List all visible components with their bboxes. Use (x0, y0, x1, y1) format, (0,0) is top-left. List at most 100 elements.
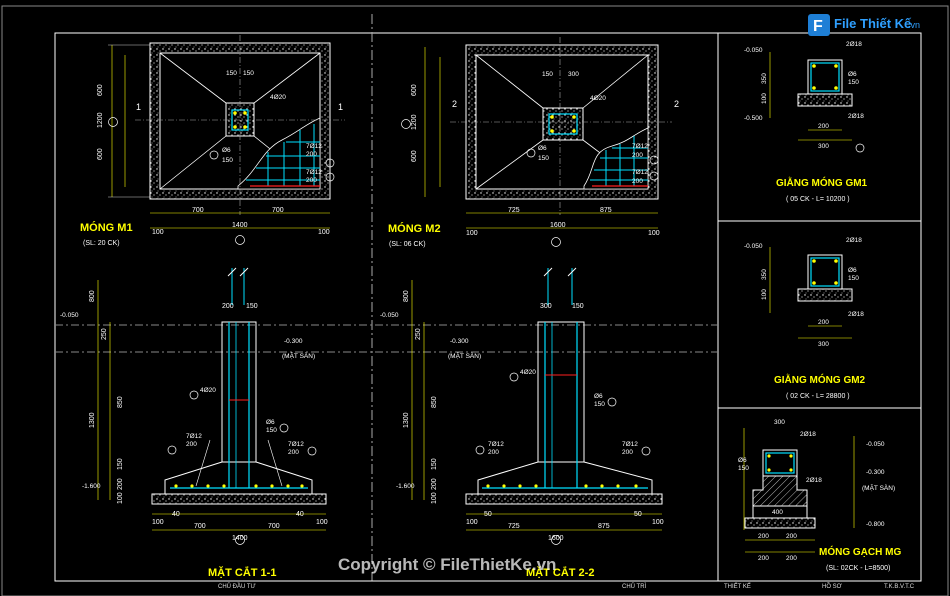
s2-bottom-1: 100 (466, 519, 478, 526)
s2-total: 1600 (548, 535, 564, 542)
s1-rebar-150: 150 (266, 427, 277, 434)
gm1-rebar-bot: 2Ø18 (848, 113, 864, 120)
m1-section-marker-left: 1 (136, 102, 141, 112)
mg-dim-300: 300 (774, 419, 785, 426)
m1-dim-bottom-3: 700 (272, 207, 284, 214)
s1-level-0300: -0.300 (284, 338, 303, 345)
mg-dim-400: 400 (772, 509, 783, 516)
svg-text:F: F (813, 18, 823, 35)
m2-section-marker-right: 2 (674, 99, 679, 109)
s2-left-150: 150 (431, 458, 438, 470)
s2-top-dim-1: 300 (540, 303, 552, 310)
mg-level-0300: -0.300 (866, 469, 885, 476)
m1-col-dim-1: 150 (226, 70, 237, 77)
s1-rebar-d6: Ø6 (266, 419, 275, 426)
m1-rebar-150: 150 (222, 157, 233, 164)
s1-left-250: 250 (101, 328, 108, 340)
m2-col-dim-1: 150 (542, 71, 553, 78)
s1-total: 1400 (232, 535, 248, 542)
m2-rebar-d6: Ø6 (538, 145, 547, 152)
m1-quantity: (SL: 20 CK) (83, 240, 120, 247)
m1-rebar-200-b: 200 (306, 177, 317, 184)
m1-dim-left-1: 600 (97, 84, 104, 96)
section-1-1 (97, 267, 327, 545)
s2-rebar-7d12-b: 7Ø12 (622, 441, 638, 448)
mg-title: MÓNG GẠCH MG (819, 545, 901, 558)
mg-rebar-top: 2Ø18 (800, 431, 816, 438)
m1-dim-left-2: 1200 (97, 112, 104, 128)
gm2-dim-100: 100 (761, 289, 768, 300)
gm1-dim-200: 200 (818, 123, 829, 130)
m2-rebar-7d12-b: 7Ø12 (632, 169, 648, 176)
gm2-rebar-150: 150 (848, 275, 859, 282)
s2-level-0300: -0.300 (450, 338, 469, 345)
s1-bottom-2: 40 (172, 511, 180, 518)
m2-plan-total: 1600 (550, 222, 566, 229)
s2-bottom-5: 50 (634, 511, 642, 518)
s1-bottom-4: 700 (268, 523, 280, 530)
m2-dim-left-3: 600 (411, 150, 418, 162)
gm1-note: ( 05 CK - L= 10200 ) (786, 196, 850, 203)
s2-left-1300: 1300 (403, 412, 410, 428)
logo-suffix: .vn (908, 20, 921, 30)
m2-dim-bottom-4: 100 (648, 230, 660, 237)
mg-level-0050: -0.050 (866, 441, 885, 448)
mg-dim-200-b: 200 (786, 533, 797, 540)
s1-bottom-3: 700 (194, 523, 206, 530)
m2-section-marker-left: 2 (452, 99, 457, 109)
s2-left-100: 100 (431, 492, 438, 504)
titleblock-file: HỒ SƠ (822, 584, 842, 590)
gm1-dim-350: 350 (761, 73, 768, 84)
s1-top-dim-2: 150 (246, 303, 258, 310)
s1-level-matsan: (MẶT SÀN) (282, 351, 315, 360)
m2-quantity: (SL: 06 CK) (389, 241, 426, 248)
m2-dim-left-1: 600 (411, 84, 418, 96)
titleblock-owner: CHỦ ĐẦU TƯ (218, 584, 256, 590)
mg-rebar-bot: 2Ø18 (806, 477, 822, 484)
mg-note: (SL: 02CK - L=8500) (826, 565, 890, 572)
titleblock-design: THIẾT KẾ (724, 584, 751, 590)
s2-bottom-4: 875 (598, 523, 610, 530)
m2-rebar-150: 150 (538, 155, 549, 162)
mg-rebar-150: 150 (738, 465, 749, 472)
m1-plan-total: 1400 (232, 222, 248, 229)
s2-left-850: 850 (431, 396, 438, 408)
m1-rebar-7d12-b: 7Ø12 (306, 169, 322, 176)
s1-left-1300: 1300 (89, 412, 96, 428)
m2-rebar-7d12-a: 7Ø12 (632, 143, 648, 150)
m1-dim-bottom-2: 700 (192, 207, 204, 214)
s2-left-800: 800 (403, 290, 410, 302)
m1-rebar-7d12-a: 7Ø12 (306, 143, 322, 150)
m2-dim-left-2: 1200 (411, 114, 418, 130)
gm1-rebar-d6: Ø6 (848, 71, 857, 78)
m1-rebar-200-a: 200 (306, 151, 317, 158)
mong-m2-plan (401, 37, 672, 247)
s2-bottom-2: 50 (484, 511, 492, 518)
s2-rebar-150: 150 (594, 401, 605, 408)
s1-rebar-200-a: 200 (186, 441, 197, 448)
m1-section-marker-right: 1 (338, 102, 343, 112)
s1-top-dim-1: 200 (222, 303, 234, 310)
s1-level-1600: -1.600 (82, 483, 101, 490)
gm1-title: GIẰNG MÓNG GM1 (776, 176, 868, 189)
gm1-level-0500: -0.500 (744, 115, 763, 122)
section-2-2 (411, 267, 663, 545)
outer-border (1, 5, 949, 596)
gm2-title: GIẰNG MÓNG GM2 (774, 373, 866, 386)
s2-level-1600: -1.600 (396, 483, 415, 490)
m2-plan-title: MÓNG M2 (388, 222, 441, 235)
s1-rebar-7d12-a: 7Ø12 (186, 433, 202, 440)
m1-dim-bottom-4: 100 (318, 229, 330, 236)
gm2-note: ( 02 CK - L= 28800 ) (786, 393, 850, 400)
s1-bottom-6: 100 (316, 519, 328, 526)
s2-rebar-7d12-a: 7Ø12 (488, 441, 504, 448)
gm2-detail (769, 247, 853, 339)
gm2-dim-300: 300 (818, 341, 829, 348)
logo-mark-icon: F (808, 14, 830, 36)
gm1-rebar-top: 2Ø18 (846, 41, 862, 48)
m2-col-dim-2: 300 (568, 71, 579, 78)
s1-left-800: 800 (89, 290, 96, 302)
s1-rebar-200-b: 200 (288, 449, 299, 456)
s1-rebar-7d12-b: 7Ø12 (288, 441, 304, 448)
m1-rebar-4d20: 4Ø20 (270, 94, 286, 101)
